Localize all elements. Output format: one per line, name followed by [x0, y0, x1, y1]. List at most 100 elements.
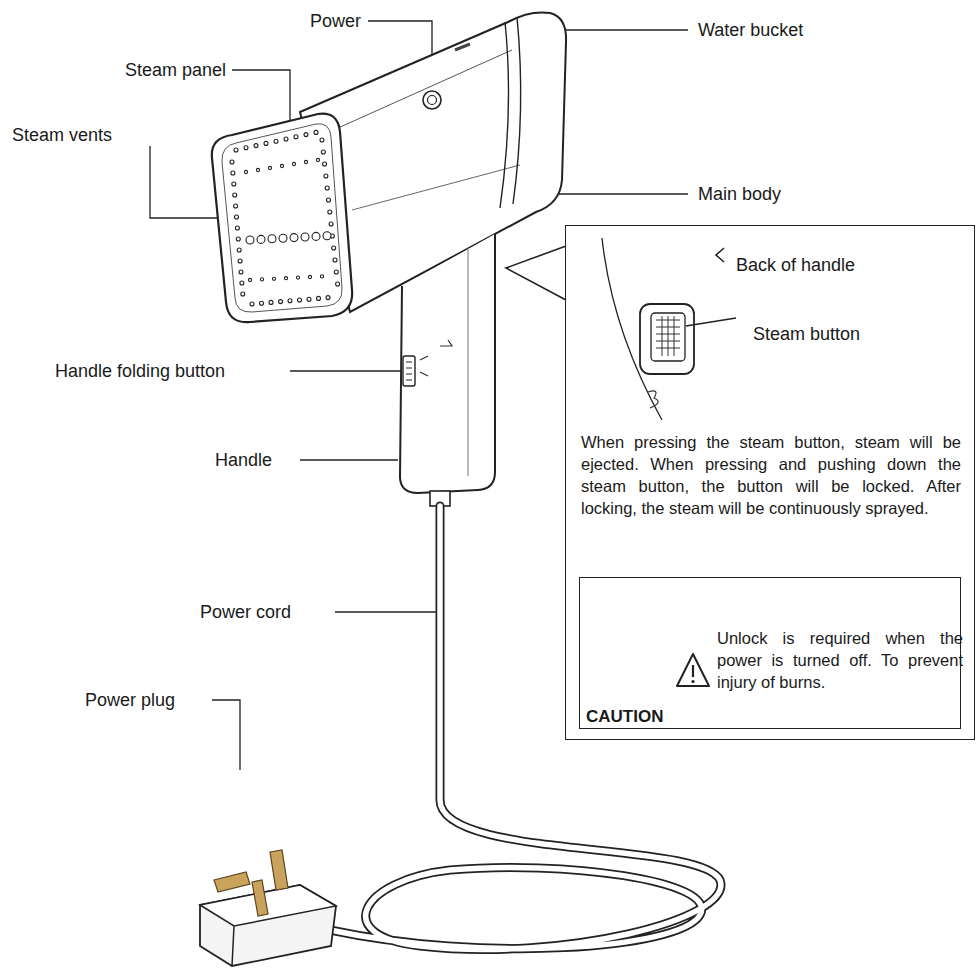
handle-edge [468, 248, 469, 476]
vent-dot [325, 186, 329, 190]
vent-dot [260, 278, 263, 281]
power-button [423, 91, 441, 109]
vent-dot [233, 193, 237, 197]
vent-dot [235, 215, 239, 219]
vent-dot [235, 226, 239, 230]
part-label: Power [310, 10, 361, 32]
vent-dot [238, 259, 242, 263]
power-plug [200, 885, 336, 966]
part-label: Main body [698, 183, 781, 205]
vent-dot [244, 146, 248, 150]
bucket-mark [455, 44, 470, 50]
vent-dot [327, 198, 331, 202]
part-label: Steam button [753, 323, 860, 345]
vent-dot [237, 248, 241, 252]
steam-button [651, 313, 685, 361]
vent-dot [304, 133, 308, 137]
vent-dot [329, 222, 333, 226]
vent-dot [308, 275, 311, 278]
vent-dot [234, 204, 238, 208]
direction-mark [716, 248, 724, 262]
vent-dot [320, 138, 324, 142]
vent-dot [248, 278, 251, 281]
vent-dot [268, 235, 276, 243]
body-ridge [338, 50, 512, 128]
vent-dot [294, 135, 298, 139]
leader-line [212, 700, 240, 770]
vent-dot [272, 277, 275, 280]
vent-dot [284, 137, 288, 141]
bucket-seam [513, 17, 521, 204]
part-label: Steam panel [125, 59, 226, 81]
part-label: Steam vents [12, 124, 112, 146]
inset-pointer [506, 246, 566, 300]
vent-dot [264, 141, 268, 145]
vent-dot [321, 150, 325, 154]
inset-box: Back of handleSteam buttonWhen pressing … [565, 225, 975, 740]
leader-line [548, 29, 688, 30]
vent-dot [254, 144, 258, 148]
leader-line [290, 370, 402, 371]
plug-pin [270, 850, 288, 890]
vent-dot [236, 237, 240, 241]
vent-dot [323, 232, 331, 240]
warning-triangle [691, 680, 694, 683]
steam-button [640, 304, 694, 374]
vent-dot [244, 170, 247, 173]
warning-triangle [677, 654, 709, 686]
vent-dot [231, 171, 235, 175]
vent-dot [280, 164, 283, 167]
vent-dot [269, 300, 273, 304]
handle-icon [420, 340, 452, 376]
vent-dot [241, 292, 245, 296]
vent-dot [230, 160, 234, 164]
part-label: Handle [215, 449, 272, 471]
vent-dot [334, 270, 338, 274]
vent-dot [250, 302, 254, 306]
part-label: Power plug [85, 689, 175, 711]
caution-text: Unlock is required when the power is tur… [717, 627, 963, 693]
vent-dot [232, 182, 236, 186]
vent-dot [320, 275, 323, 278]
folding-button [403, 356, 415, 386]
vent-dot [256, 168, 259, 171]
vent-dot [268, 166, 271, 169]
vent-dot [317, 296, 321, 300]
vent-dot [326, 296, 330, 300]
vent-dot [246, 236, 254, 244]
warning-triangle [692, 665, 694, 677]
vent-dot [257, 235, 265, 243]
leader-line [335, 611, 438, 612]
steam-button-grip [656, 316, 680, 356]
vent-dot [333, 258, 337, 262]
part-label: Back of handle [736, 254, 855, 276]
handle-icon [648, 391, 658, 408]
part-label: Water bucket [698, 19, 803, 41]
vent-dot [239, 270, 243, 274]
vent-dot [234, 148, 238, 152]
steam-panel [212, 114, 352, 323]
vent-dot [328, 210, 332, 214]
vent-dot [288, 299, 292, 303]
vent-dot [279, 234, 287, 242]
instruction-text: When pressing the steam button, steam wi… [581, 431, 961, 519]
plug-pin [252, 880, 268, 916]
vent-dot [304, 160, 307, 163]
inset-background [565, 225, 975, 740]
vent-dot [284, 277, 287, 280]
folding-button-grip [406, 362, 412, 380]
vent-dot [336, 282, 340, 286]
vent-dot [240, 281, 244, 285]
vent-dot [307, 297, 311, 301]
bucket-seam [500, 22, 509, 208]
part-label: Handle folding button [55, 360, 225, 382]
vent-dot [292, 162, 295, 165]
vent-dot [296, 276, 299, 279]
vent-dot [332, 246, 336, 250]
vent-dot [314, 130, 318, 134]
plug-pin [214, 872, 250, 892]
vent-dot [298, 298, 302, 302]
caution-heading: CAUTION [586, 706, 663, 728]
steam-panel-rim [222, 124, 342, 312]
